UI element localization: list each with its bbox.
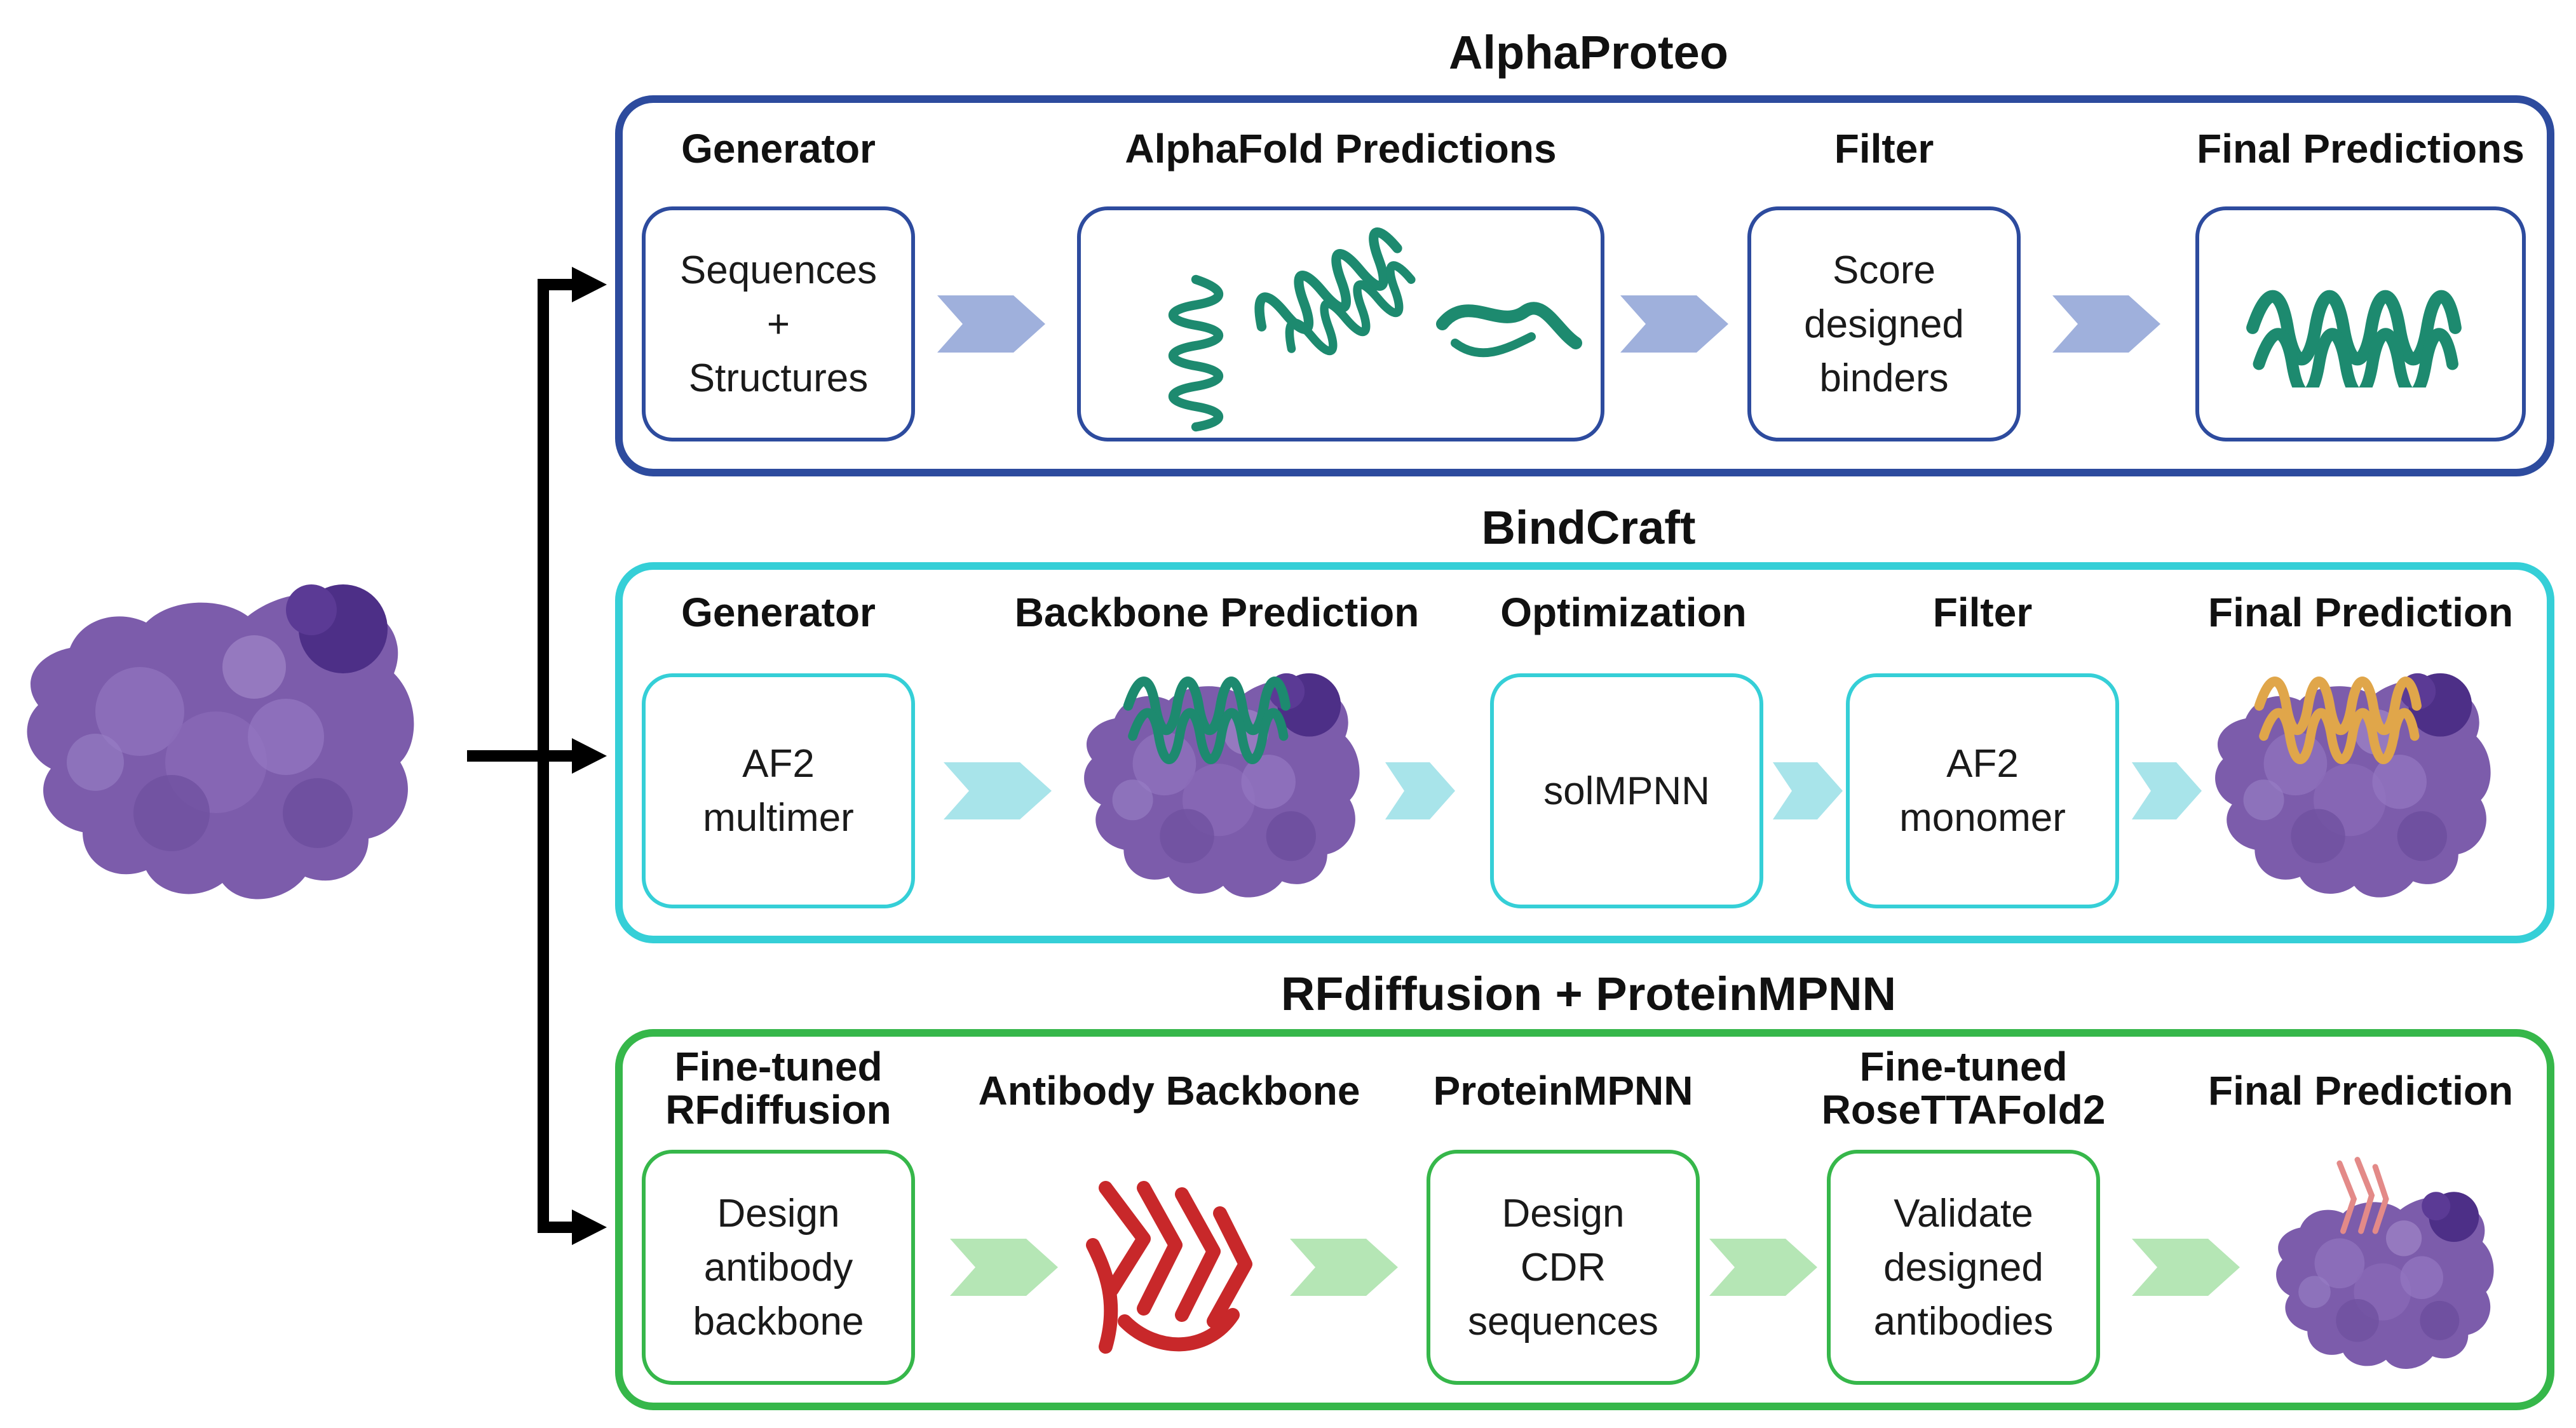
stage-label-final-prediction: Final Prediction xyxy=(2207,589,2514,635)
flow-arrow xyxy=(937,295,1045,353)
protein-complex-icon xyxy=(2262,1156,2510,1385)
stage-box-text: AF2 multimer xyxy=(703,742,854,840)
flow-arrow xyxy=(1620,295,1728,353)
stage-label-final-predictions: Final Predictions xyxy=(2197,126,2525,172)
protein-helix-icon xyxy=(1087,216,1582,432)
section-title-bindcraft: BindCraft xyxy=(1481,501,1696,554)
panel-rfdiffusion xyxy=(615,1029,2554,1410)
protein-complex-icon xyxy=(2205,661,2504,921)
stage-box-text: Design antibody backbone xyxy=(693,1191,864,1344)
flow-arrow xyxy=(950,1239,1058,1296)
stage-label-filter: Filter xyxy=(1834,126,1934,172)
stage-box-alphafold-predictions xyxy=(1077,206,1604,441)
section-title-alphaproteo: AlphaProteo xyxy=(1449,26,1728,79)
stage-box-generator: AF2 multimer xyxy=(642,673,915,908)
panel-alphaproteo xyxy=(615,95,2554,476)
stage-label-fine-tuned-rosettafold2: Fine-tuned RoseTTAFold2 xyxy=(1821,1044,2106,1133)
stage-box-final-predictions xyxy=(2195,206,2526,441)
stage-label-antibody-backbone: Antibody Backbone xyxy=(978,1068,1360,1114)
stage-box-text: AF2 monomer xyxy=(1899,742,2066,840)
protein-complex-icon xyxy=(1074,661,1373,921)
stage-label-generator: Generator xyxy=(681,589,876,635)
protein-helix-icon xyxy=(2234,260,2488,387)
panel-bindcraft xyxy=(615,562,2554,943)
stage-label-filter: Filter xyxy=(1932,589,2033,635)
flow-arrow xyxy=(944,762,1052,819)
stage-box-text: Sequences + Structures xyxy=(679,248,878,400)
stage-label-backbone-prediction: Backbone Prediction xyxy=(1014,589,1420,635)
stage-label-proteinmpnn: ProteinMPNN xyxy=(1433,1068,1693,1114)
stage-label-fine-tuned-rfdiffusion: Fine-tuned RFdiffusion xyxy=(665,1044,891,1133)
stage-label-alphafold-predictions: AlphaFold Predictions xyxy=(1125,126,1557,172)
stage-label-final-prediction: Final Prediction xyxy=(2207,1068,2514,1114)
flow-arrow xyxy=(2052,295,2160,353)
flow-arrow xyxy=(1385,762,1455,819)
stage-box-text: solMPNN xyxy=(1543,769,1710,813)
antibody-structure-icon xyxy=(1068,1162,1284,1378)
stage-box-validate-antibodies: Validate designed antibodies xyxy=(1827,1150,2100,1385)
flow-arrow xyxy=(1709,1239,1817,1296)
stage-label-optimization: Optimization xyxy=(1500,589,1747,635)
stage-box-design-cdr: Design CDR sequences xyxy=(1427,1150,1700,1385)
stage-box-text: Design CDR sequences xyxy=(1468,1191,1658,1344)
stage-box-design-backbone: Design antibody backbone xyxy=(642,1150,915,1385)
flow-arrow xyxy=(2132,1239,2240,1296)
stage-box-filter: Score designed binders xyxy=(1747,206,2021,441)
stage-box-optimization: solMPNN xyxy=(1490,673,1763,908)
section-title-rfdiffusion: RFdiffusion + ProteinMPNN xyxy=(1280,967,1897,1020)
flow-arrow xyxy=(1773,762,1843,819)
stage-box-filter: AF2 monomer xyxy=(1846,673,2119,908)
stage-box-text: Validate designed antibodies xyxy=(1873,1191,2054,1344)
stage-label-generator: Generator xyxy=(681,126,876,172)
stage-box-generator: Sequences + Structures xyxy=(642,206,915,441)
flow-arrow xyxy=(2132,762,2202,819)
stage-box-text: Score designed binders xyxy=(1804,248,1964,400)
flow-arrow xyxy=(1290,1239,1398,1296)
